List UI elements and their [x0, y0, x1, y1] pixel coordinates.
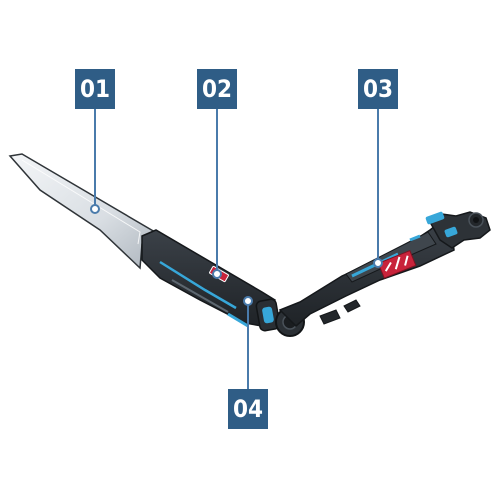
- tip-blue-cap: [425, 211, 445, 225]
- callout-label-02: 02: [197, 69, 237, 109]
- anchor-point-01: [90, 204, 100, 214]
- right-arm: [278, 211, 491, 328]
- callout-label-04: 04: [228, 389, 268, 429]
- blade-edge-groove: [21, 159, 141, 245]
- leader-lines: [94, 109, 379, 389]
- anchor-point-02: [212, 269, 222, 279]
- left-blade-blue-trim: [159, 260, 237, 310]
- blue-accent-right: [409, 234, 421, 242]
- left-blade-lower-trim: [171, 279, 229, 313]
- left-blade-spine: [141, 229, 276, 327]
- blade-edge: [8, 153, 157, 270]
- callout-label-03: 03: [358, 69, 398, 109]
- red-plate: [377, 249, 417, 279]
- anchor-point-04: [243, 296, 253, 306]
- blue-accent-lower: [227, 312, 249, 328]
- callout-label-01: 01: [75, 69, 115, 109]
- anchor-point-03: [373, 258, 383, 268]
- left-blade: [8, 153, 276, 328]
- anchor-points: [90, 204, 383, 306]
